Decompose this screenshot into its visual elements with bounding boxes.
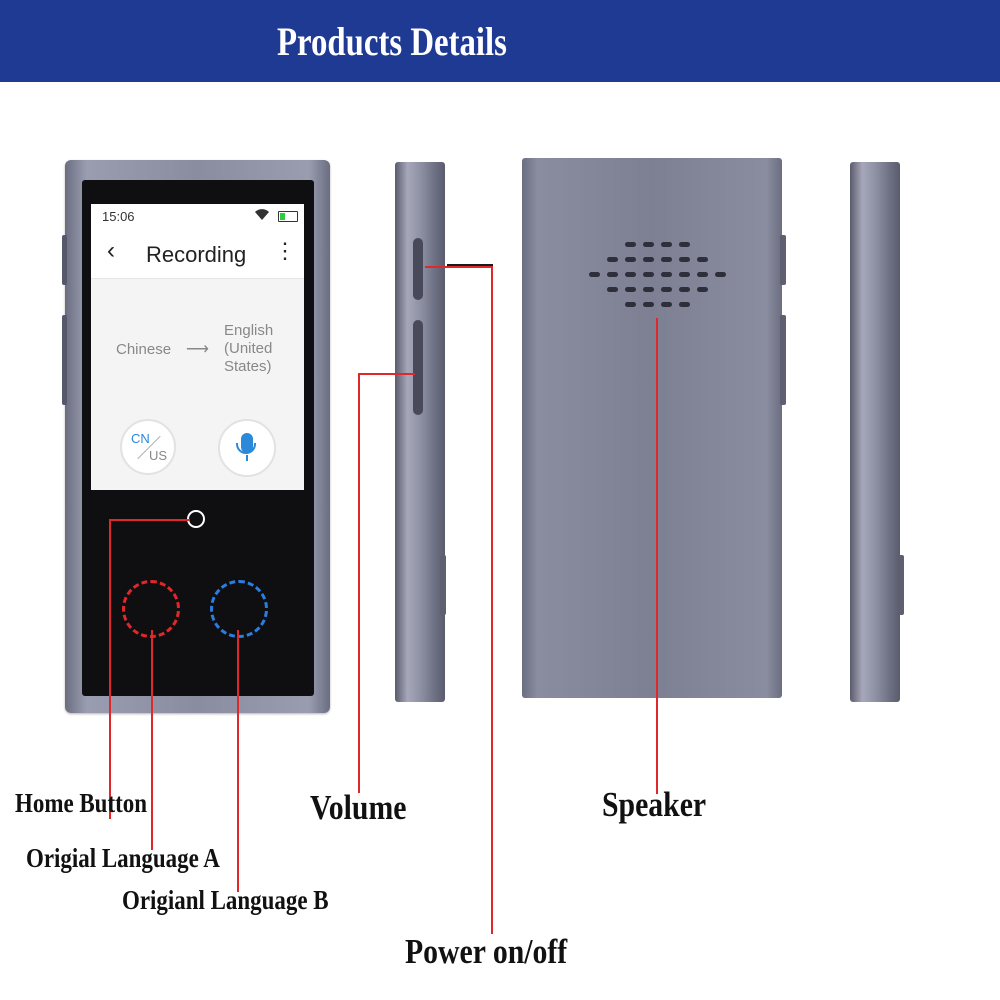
speaker-hole — [589, 272, 600, 277]
wifi-icon — [254, 209, 270, 224]
status-bar: 15:06 — [91, 204, 304, 226]
back-arrow-icon[interactable]: ‹ — [107, 237, 115, 264]
speaker-hole — [697, 272, 708, 277]
swap-bottom-label: US — [149, 448, 168, 463]
swap-top-label: CN — [131, 431, 150, 446]
speaker-hole — [643, 302, 654, 307]
power-button[interactable] — [413, 238, 423, 300]
speaker-hole — [715, 272, 726, 277]
speaker-grill — [582, 238, 732, 318]
callout-line-power — [425, 266, 493, 268]
speaker-hole — [643, 257, 654, 262]
back-side-notch-upper — [780, 235, 786, 285]
callout-line-language-a — [151, 630, 153, 850]
swap-language-button[interactable]: CN US — [120, 419, 176, 475]
arrow-right-icon: ⟶ — [186, 341, 209, 358]
device-side-button-lower — [62, 315, 67, 405]
callout-line-home-vertical — [109, 519, 111, 819]
device-back — [522, 158, 782, 698]
label-language-a: Origial Language A — [26, 843, 220, 873]
speaker-hole — [661, 257, 672, 262]
speaker-hole — [607, 257, 618, 262]
label-volume: Volume — [310, 788, 407, 827]
speaker-hole — [679, 302, 690, 307]
speaker-hole — [625, 302, 636, 307]
device-side-view-right — [850, 162, 900, 702]
speaker-hole — [607, 272, 618, 277]
speaker-hole — [661, 272, 672, 277]
label-power: Power on/off — [405, 932, 568, 971]
status-time: 15:06 — [102, 209, 135, 224]
label-home-button: Home Button — [15, 788, 147, 818]
label-speaker: Speaker — [602, 785, 707, 824]
page-title: Products Details — [277, 19, 507, 64]
volume-button[interactable] — [413, 320, 423, 415]
speaker-hole — [625, 287, 636, 292]
callout-line-power-vertical — [491, 266, 493, 934]
battery-icon — [278, 211, 298, 222]
speaker-hole — [625, 242, 636, 247]
device-side-button-upper — [62, 235, 67, 285]
speaker-hole — [643, 287, 654, 292]
source-language[interactable]: Chinese — [116, 341, 172, 358]
device-screen: 15:06 ‹ Recording ⋮ Chinese ⟶ English (U… — [91, 204, 304, 490]
label-language-b: Origianl Language B — [122, 885, 329, 915]
speaker-hole — [679, 242, 690, 247]
speaker-hole — [697, 257, 708, 262]
speaker-hole — [607, 287, 618, 292]
callout-line-volume-vertical — [358, 373, 360, 793]
left-side-notch — [440, 555, 446, 615]
speaker-hole — [679, 257, 690, 262]
speaker-hole — [679, 287, 690, 292]
speaker-hole — [625, 257, 636, 262]
right-side-notch — [898, 555, 904, 615]
speaker-hole — [661, 242, 672, 247]
speaker-hole — [661, 302, 672, 307]
back-side-notch-lower — [780, 315, 786, 405]
callout-line-language-b — [237, 630, 239, 892]
callout-line-volume — [359, 373, 415, 375]
speaker-hole — [661, 287, 672, 292]
callout-line-home — [110, 519, 190, 521]
target-language[interactable]: English (United States) — [224, 322, 274, 375]
callout-line-power-accent — [447, 264, 493, 266]
callout-line-speaker — [656, 318, 658, 794]
speaker-hole — [643, 242, 654, 247]
language-b-button[interactable] — [210, 580, 268, 638]
speaker-hole — [625, 272, 636, 277]
screen-title: Recording — [146, 242, 247, 267]
speaker-hole — [679, 272, 690, 277]
speaker-hole — [643, 272, 654, 277]
more-vertical-icon[interactable]: ⋮ — [274, 238, 296, 263]
app-header: ‹ Recording ⋮ — [91, 226, 304, 279]
microphone-button[interactable] — [218, 419, 276, 477]
speaker-hole — [697, 287, 708, 292]
header-banner: Products Details — [0, 0, 1000, 82]
